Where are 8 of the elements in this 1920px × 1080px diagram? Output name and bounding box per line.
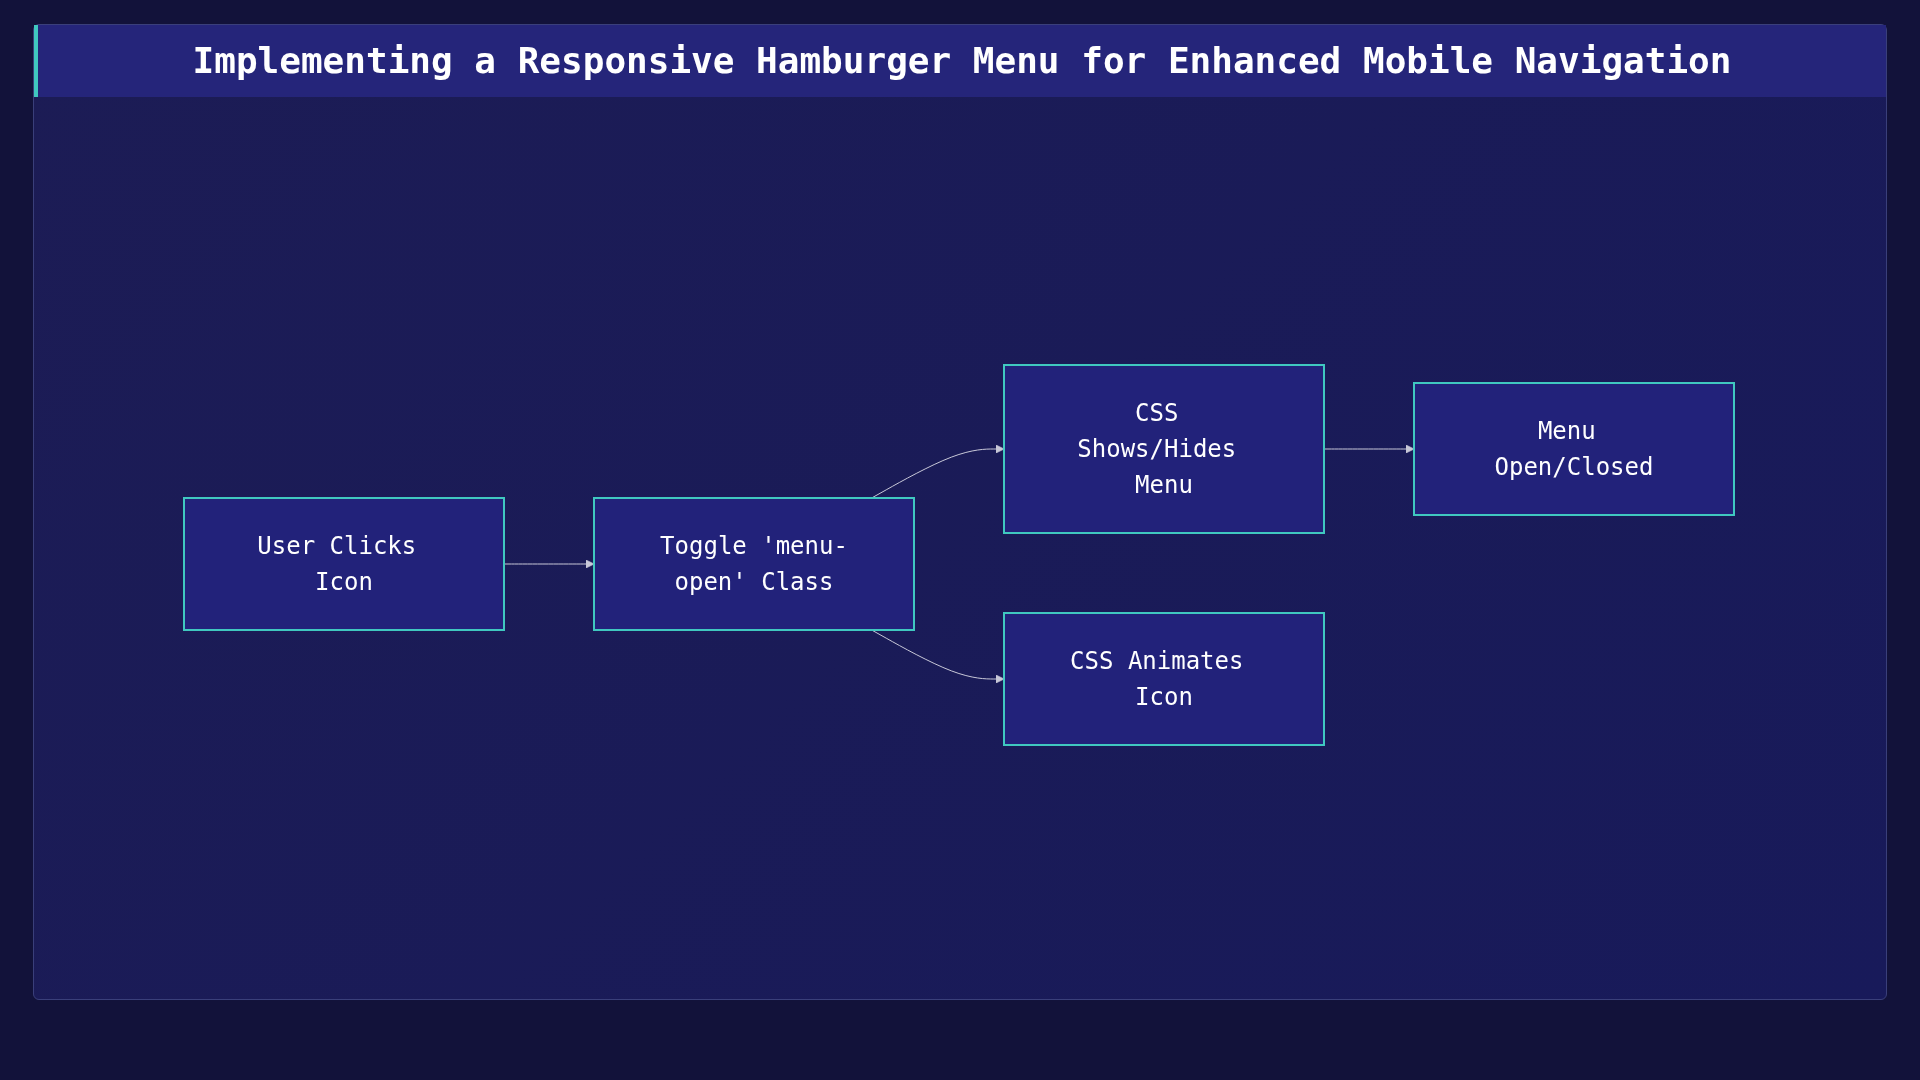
arrow	[871, 629, 1005, 684]
arrow	[871, 444, 1005, 499]
title: Implementing a Responsive Hamburger Menu for Enhanced Mobile Navigation	[34, 25, 1886, 97]
node-box: Menu Open/Closed	[1413, 382, 1735, 516]
node-box: User Clicks Icon	[183, 497, 505, 631]
node-box: Toggle 'menu-open' Class	[593, 497, 915, 631]
node-box: CSS Shows/Hides Menu	[1003, 364, 1325, 534]
node-box: CSS Animates Icon	[1003, 612, 1325, 746]
